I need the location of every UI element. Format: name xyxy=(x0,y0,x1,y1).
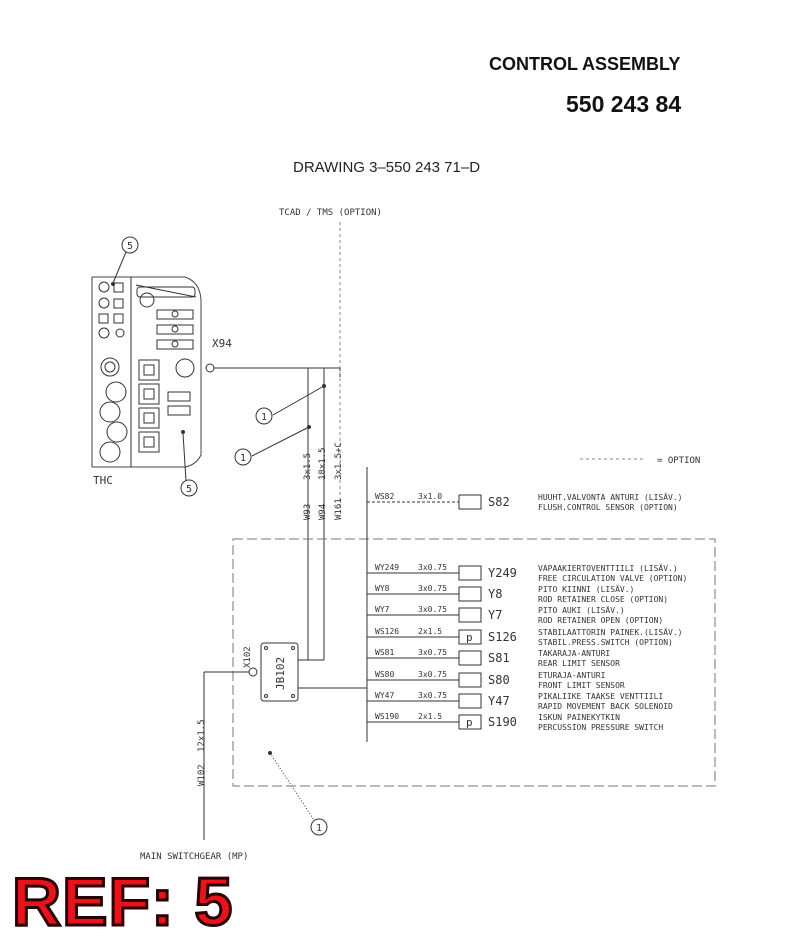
component-box xyxy=(458,565,482,581)
row-wire-label: WY249 xyxy=(375,563,399,572)
row-wire-spec: 3x0.75 xyxy=(418,584,447,593)
component-code: S190 xyxy=(488,715,517,729)
component-name-en: REAR LIMIT SENSOR xyxy=(538,659,620,668)
component-name-fi: TAKARAJA-ANTURI xyxy=(538,649,610,658)
callout-1-a xyxy=(255,407,273,425)
component-name-en: STABIL.PRESS.SWITCH (OPTION) xyxy=(538,638,673,647)
row-wire-label: WS81 xyxy=(375,648,394,657)
assembly-title: CONTROL ASSEMBLY xyxy=(489,54,681,74)
part-number: 550 243 84 xyxy=(566,91,682,117)
callout-label: 5 xyxy=(127,241,133,252)
row-wire-label: WY47 xyxy=(375,691,394,700)
component-box xyxy=(458,693,482,709)
thc-label: THC xyxy=(93,474,113,487)
component-box xyxy=(458,629,482,645)
component-name-fi: ISKUN PAINEKYTKIN xyxy=(538,713,620,722)
option-legend: = OPTION xyxy=(657,456,700,466)
row-wire-label: WS80 xyxy=(375,670,394,679)
callout-1-b xyxy=(234,448,252,466)
component-code: S81 xyxy=(488,651,510,665)
component-box xyxy=(458,607,482,623)
cable-w102-spec: 12x1.5 xyxy=(197,719,207,752)
row-wire-spec: 3x0.75 xyxy=(418,691,447,700)
row-wire-label: WS190 xyxy=(375,712,399,721)
x102-label: X102 xyxy=(243,646,253,668)
component-name-fi: PITO AUKI (LISÄV.) xyxy=(538,605,625,615)
component-name-en: FLUSH.CONTROL SENSOR (OPTION) xyxy=(538,503,678,512)
drawing-number: DRAWING 3–550 243 71–D xyxy=(293,159,481,176)
row-wire-label: WY7 xyxy=(375,605,390,614)
row-wire-spec: 3x0.75 xyxy=(418,563,447,572)
component-name-en: ROD RETAINER OPEN (OPTION) xyxy=(538,616,663,625)
cable-w94-spec: 18x1.5 xyxy=(318,447,328,480)
component-code: Y8 xyxy=(488,587,502,601)
component-code: S80 xyxy=(488,673,510,687)
component-box xyxy=(458,714,482,730)
main-switchgear-label: MAIN SWITCHGEAR (MP) xyxy=(140,852,248,862)
component-code: Y7 xyxy=(488,608,502,622)
cable-w161-spec: 3x1.5+C xyxy=(334,442,344,480)
row-wire-spec: 2x1.5 xyxy=(418,627,442,636)
component-code: S126 xyxy=(488,630,517,644)
callout-label: 1 xyxy=(316,823,322,834)
callout-label: 5 xyxy=(186,484,192,495)
row-wire-spec: 3x0.75 xyxy=(418,605,447,614)
pressure-symbol: p xyxy=(466,716,473,729)
row-wire-label: WS82 xyxy=(375,492,394,501)
component-box xyxy=(458,494,482,510)
cable-w94: W94 xyxy=(318,504,328,520)
component-name-fi: HUUHT.VALVONTA ANTURI (LISÄV.) xyxy=(538,492,683,502)
component-name-en: ROD RETAINER CLOSE (OPTION) xyxy=(538,595,668,604)
row-wire-label: WY8 xyxy=(375,584,390,593)
component-box xyxy=(458,650,482,666)
component-name-fi: VAPAAKIERTOVENTTIILI (LISÄV.) xyxy=(538,563,678,573)
callout-label: 1 xyxy=(240,453,246,464)
cable-w102: W102 xyxy=(197,764,207,786)
component-name-fi: STABILAATTORIN PAINEK.(LISÄV.) xyxy=(538,627,683,637)
component-name-en: PERCUSSION PRESSURE SWITCH xyxy=(538,723,663,732)
x94-label: X94 xyxy=(212,337,232,350)
component-code: Y249 xyxy=(488,566,517,580)
jb102-label: JB102 xyxy=(274,657,287,690)
ref-label: REF: 5 xyxy=(10,863,234,942)
pressure-symbol: p xyxy=(466,631,473,644)
component-code: S82 xyxy=(488,495,510,509)
cable-w93: W93 xyxy=(303,504,313,520)
row-wire-label: WS126 xyxy=(375,627,399,636)
component-box xyxy=(458,586,482,602)
row-wire-spec: 3x0.75 xyxy=(418,648,447,657)
callout-5-top xyxy=(121,236,139,254)
callout-1-c xyxy=(310,818,328,836)
component-name-fi: ETURAJA-ANTURI xyxy=(538,671,606,680)
row-wire-spec: 3x1.0 xyxy=(418,492,442,501)
component-name-en: FREE CIRCULATION VALVE (OPTION) xyxy=(538,574,687,583)
component-name-en: FRONT LIMIT SENSOR xyxy=(538,681,625,690)
cable-w93-spec: 3x1.5 xyxy=(303,453,313,480)
component-code: Y47 xyxy=(488,694,510,708)
component-list: WS82 3x1.0 S82 HUUHT.VALVONTA ANTURI (LISÄV… xyxy=(367,492,687,732)
callout-5-bottom xyxy=(180,479,198,497)
cable-w161: W161 xyxy=(334,498,344,520)
callout-label: 1 xyxy=(261,412,267,423)
component-name-fi: PIKALIIKE TAAKSE VENTTIILI xyxy=(538,692,663,701)
component-box xyxy=(458,672,482,688)
component-name-en: RAPID MOVEMENT BACK SOLENOID xyxy=(538,702,673,711)
component-name-fi: PITO KIINNI (LISÄV.) xyxy=(538,584,634,594)
tcad-label: TCAD / TMS (OPTION) xyxy=(279,208,382,218)
row-wire-spec: 3x0.75 xyxy=(418,670,447,679)
row-wire-spec: 2x1.5 xyxy=(418,712,442,721)
